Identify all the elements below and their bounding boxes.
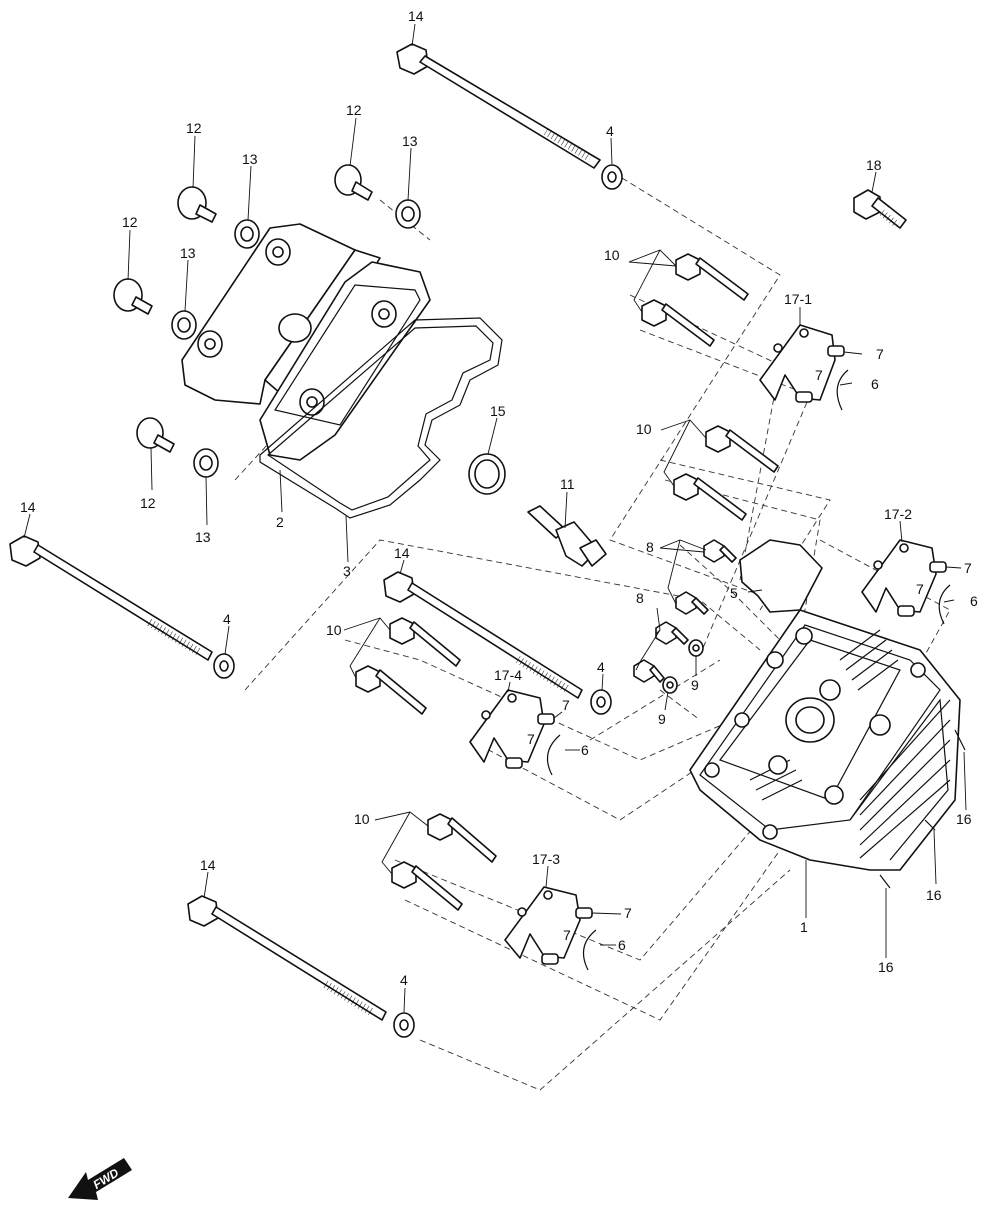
callout-7: 7 <box>916 581 924 597</box>
callout-3: 3 <box>343 563 351 579</box>
temperature-sensor <box>853 189 907 229</box>
callout-12: 12 <box>186 120 202 136</box>
callout-7: 7 <box>815 367 823 383</box>
head-cover-gasket <box>259 317 503 519</box>
callout-10: 10 <box>636 421 652 437</box>
long-bolt-bottom <box>187 895 387 1021</box>
callout-7: 7 <box>562 697 570 713</box>
callout-10: 10 <box>354 811 370 827</box>
callout-4: 4 <box>597 659 605 675</box>
callout-13: 13 <box>180 245 196 261</box>
callout-16: 16 <box>878 959 894 975</box>
callout-16: 16 <box>926 887 942 903</box>
callout-14: 14 <box>394 545 410 561</box>
washer-group <box>213 164 623 1038</box>
callout-4: 4 <box>400 972 408 988</box>
callout-13: 13 <box>195 529 211 545</box>
callout-1: 1 <box>800 919 808 935</box>
callout-7: 7 <box>527 731 535 747</box>
callout-6: 6 <box>581 742 589 758</box>
callout-10: 10 <box>604 247 620 263</box>
callout-10: 10 <box>326 622 342 638</box>
callout-7: 7 <box>624 905 632 921</box>
cam-holder-17-3 <box>504 886 597 971</box>
small-bolts-and-washers <box>633 539 737 694</box>
callout-7: 7 <box>563 927 571 943</box>
callout-16: 16 <box>956 811 972 827</box>
callout-8: 8 <box>636 590 644 606</box>
callout-13: 13 <box>402 133 418 149</box>
spark-plug <box>527 505 607 567</box>
forward-direction-arrow: FWD <box>68 1158 132 1200</box>
long-bolt-left <box>9 535 213 661</box>
callout-4: 4 <box>606 123 614 139</box>
callout-14: 14 <box>408 8 424 24</box>
callout-labels: 14 4 18 12 13 12 13 12 13 12 13 10 17-1 … <box>20 8 978 988</box>
callout-17-1: 17-1 <box>784 291 812 307</box>
fwd-arrow-icon <box>68 1158 132 1200</box>
callout-17-2: 17-2 <box>884 506 912 522</box>
callout-12: 12 <box>346 102 362 118</box>
callout-13: 13 <box>242 151 258 167</box>
cap-bolts-and-seals <box>113 164 421 478</box>
callout-18: 18 <box>866 157 882 173</box>
callout-7: 7 <box>876 346 884 362</box>
cooling-fins <box>749 629 951 859</box>
callout-14: 14 <box>200 857 216 873</box>
cam-holder-17-2 <box>861 539 951 625</box>
callout-17-4: 17-4 <box>494 667 522 683</box>
callout-9: 9 <box>658 711 666 727</box>
callout-12: 12 <box>122 214 138 230</box>
cam-bracket <box>739 539 823 613</box>
callout-5: 5 <box>730 585 738 601</box>
callout-12: 12 <box>140 495 156 511</box>
callout-6: 6 <box>970 593 978 609</box>
callout-11: 11 <box>560 476 575 492</box>
cylinder-head-cover <box>181 223 431 461</box>
callout-4: 4 <box>223 611 231 627</box>
callout-8: 8 <box>646 539 654 555</box>
o-ring-inner <box>474 459 500 489</box>
callout-2: 2 <box>276 514 284 530</box>
callout-6: 6 <box>618 937 626 953</box>
callout-14: 14 <box>20 499 36 515</box>
studs <box>879 729 966 889</box>
long-bolt-top <box>396 43 601 169</box>
long-bolt-middle <box>383 571 583 699</box>
leader-lines <box>23 23 967 1013</box>
cylinder-head <box>689 609 961 871</box>
callout-17-3: 17-3 <box>532 851 560 867</box>
short-bolts <box>355 253 779 911</box>
cam-holder-17-1 <box>759 324 849 411</box>
callout-6: 6 <box>871 376 879 392</box>
cam-holder-17-4 <box>469 689 561 776</box>
callout-9: 9 <box>691 677 699 693</box>
callout-7: 7 <box>964 560 972 576</box>
callout-15: 15 <box>490 403 506 419</box>
